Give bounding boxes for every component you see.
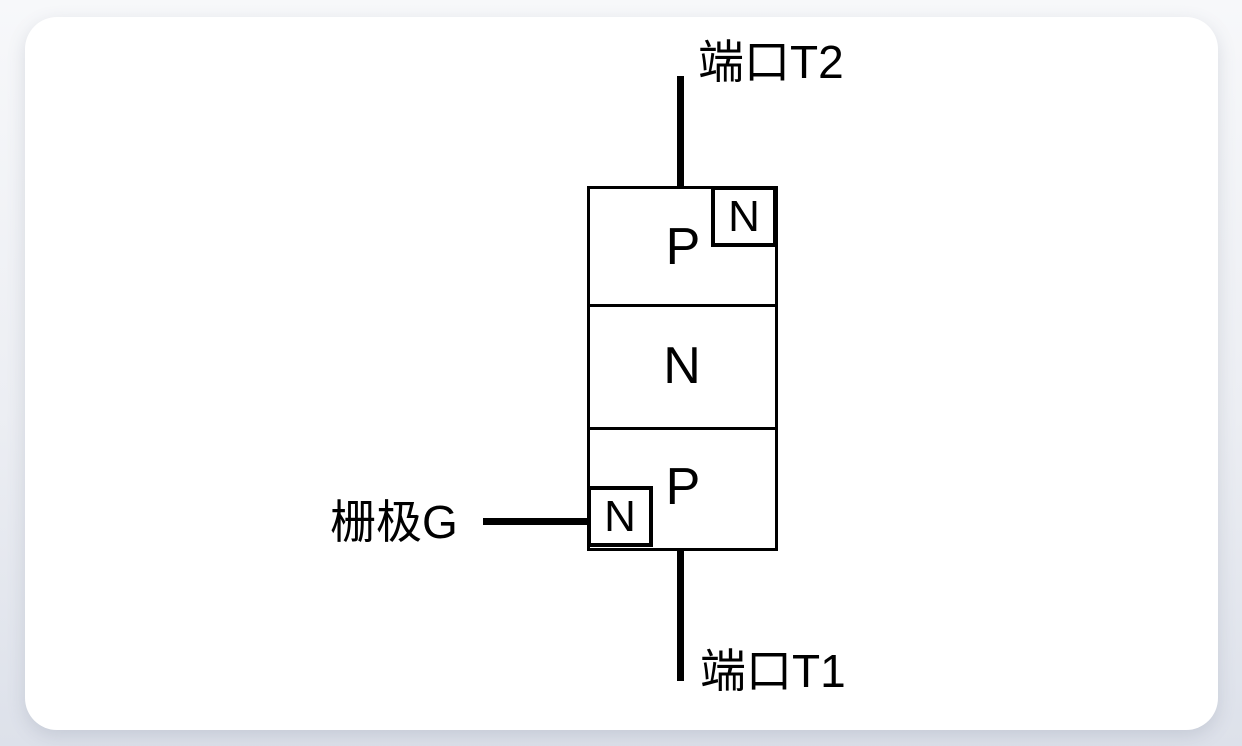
terminal-t2-label: 端口T2 [698,36,844,88]
n-well-gate: N [587,486,653,547]
layer-n-middle-label: N [663,337,701,395]
n-well-top-right: N [711,186,777,247]
terminal-t2-lead-line [677,76,684,188]
n-well-top-right-label: N [728,191,760,241]
gate-label: 栅极G [330,496,458,548]
terminal-t1-lead-line [677,549,684,681]
layer-p-bottom-label: P [665,458,701,516]
junction-divider-bottom [587,427,778,430]
n-well-gate-label: N [604,491,636,541]
layer-p-top-label: P [665,218,701,276]
junction-divider-top [587,304,778,307]
terminal-t1-label: 端口T1 [700,645,846,697]
gate-lead-line [483,518,589,525]
